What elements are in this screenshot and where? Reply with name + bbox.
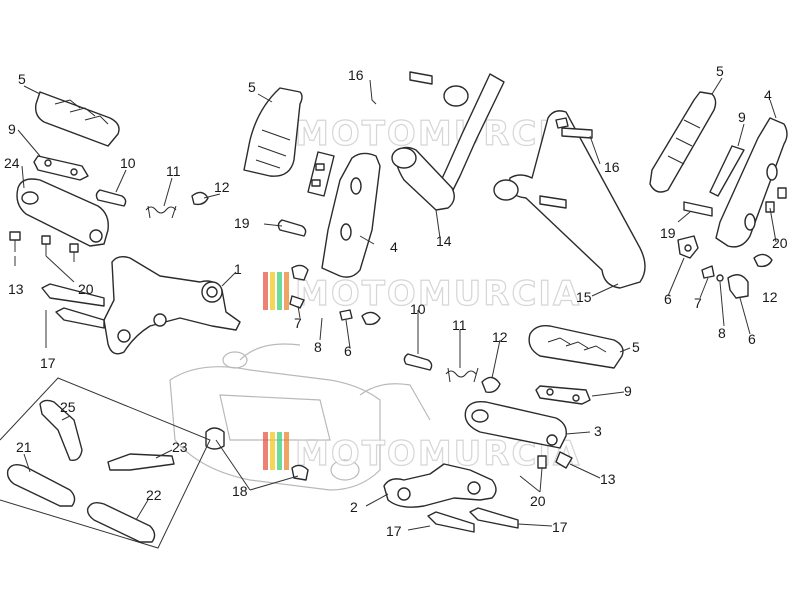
callout-25: 25: [60, 399, 76, 415]
inset-parts: [6, 399, 175, 543]
callout-16: 16: [348, 67, 364, 83]
watermark-text: MOTOMURCIA: [295, 274, 581, 314]
right-plate-9: [709, 145, 745, 197]
callout-5: 5: [18, 71, 26, 87]
callout-12: 12: [762, 289, 778, 305]
callout-21: 21: [16, 439, 32, 455]
callout-7: 7: [694, 295, 702, 311]
callout-12: 12: [214, 179, 230, 195]
watermark-text: MOTOMURCIA: [295, 114, 581, 154]
callout-17: 17: [40, 355, 56, 371]
right-footpeg-4: [715, 117, 788, 248]
callout-23: 23: [172, 439, 188, 455]
callout-labels: 5 9 10 11 12 24 1 13 20 17 5 16 19 4 14 …: [4, 63, 788, 539]
callout-20: 20: [530, 493, 546, 509]
callout-13: 13: [8, 281, 24, 297]
callout-22: 22: [146, 487, 162, 503]
frame-ghost: [169, 343, 431, 491]
callout-15: 15: [576, 289, 592, 305]
callout-20: 20: [772, 235, 788, 251]
right-small-parts: [677, 187, 787, 299]
watermark-top: MOTOMURCIA: [263, 112, 581, 155]
lower-bracket-2: [383, 463, 497, 508]
callout-1: 1: [234, 261, 242, 277]
left-footpeg-rubber: [34, 91, 120, 147]
lower-footpeg-3: [464, 400, 567, 449]
left-spring-11: [145, 205, 177, 219]
center-footpeg-4: [321, 152, 381, 278]
callout-5: 5: [632, 339, 640, 355]
center-pin-19: [277, 219, 307, 237]
center-plate-9: [307, 151, 335, 197]
callout-8: 8: [718, 325, 726, 341]
callout-19: 19: [234, 215, 250, 231]
left-clip-12: [191, 191, 209, 206]
inset-box: [0, 377, 211, 549]
center-small-parts: [289, 264, 381, 326]
callout-11: 11: [452, 317, 467, 333]
lower-spring-11: [445, 367, 479, 383]
callout-17: 17: [386, 523, 402, 539]
callout-10: 10: [120, 155, 136, 171]
center-rod-14: [391, 71, 505, 211]
lower-rubber-5: [528, 324, 624, 369]
callout-20: 20: [78, 281, 94, 297]
right-rod-15: [493, 110, 646, 289]
watermark-middle: MOTOMURCIA: [263, 272, 581, 315]
callout-10: 10: [410, 301, 426, 317]
callout-9: 9: [8, 121, 16, 137]
lower-pin-10: [403, 353, 433, 371]
left-bolts: [9, 231, 105, 329]
callout-6: 6: [344, 343, 352, 359]
callout-3: 3: [594, 423, 602, 439]
callout-19: 19: [660, 225, 676, 241]
callout-9: 9: [624, 383, 632, 399]
callout-4: 4: [764, 87, 772, 103]
callout-18: 18: [232, 483, 248, 499]
left-footpeg-24: [16, 178, 109, 247]
lower-clip-12: [481, 376, 501, 394]
callout-17: 17: [552, 519, 568, 535]
left-bracket-1: [103, 255, 241, 355]
callout-11: 11: [166, 163, 181, 179]
leader-lines: [14, 77, 777, 531]
callout-14: 14: [436, 233, 452, 249]
callout-4: 4: [390, 239, 398, 255]
callout-6: 6: [748, 331, 756, 347]
callout-2: 2: [350, 499, 358, 515]
left-plate-9: [33, 155, 89, 181]
callout-24: 24: [4, 155, 20, 171]
callout-5: 5: [248, 79, 256, 95]
center-rubber-5: [243, 87, 303, 177]
callout-8: 8: [314, 339, 322, 355]
callout-6: 6: [664, 291, 672, 307]
callout-13: 13: [600, 471, 616, 487]
callout-7: 7: [294, 315, 302, 331]
lower-plate-9: [535, 385, 591, 405]
callout-12: 12: [492, 329, 508, 345]
right-rubber-5: [649, 91, 717, 193]
callout-5: 5: [716, 63, 724, 79]
callout-16: 16: [604, 159, 620, 175]
callout-9: 9: [738, 109, 746, 125]
left-pin-10: [95, 189, 127, 207]
